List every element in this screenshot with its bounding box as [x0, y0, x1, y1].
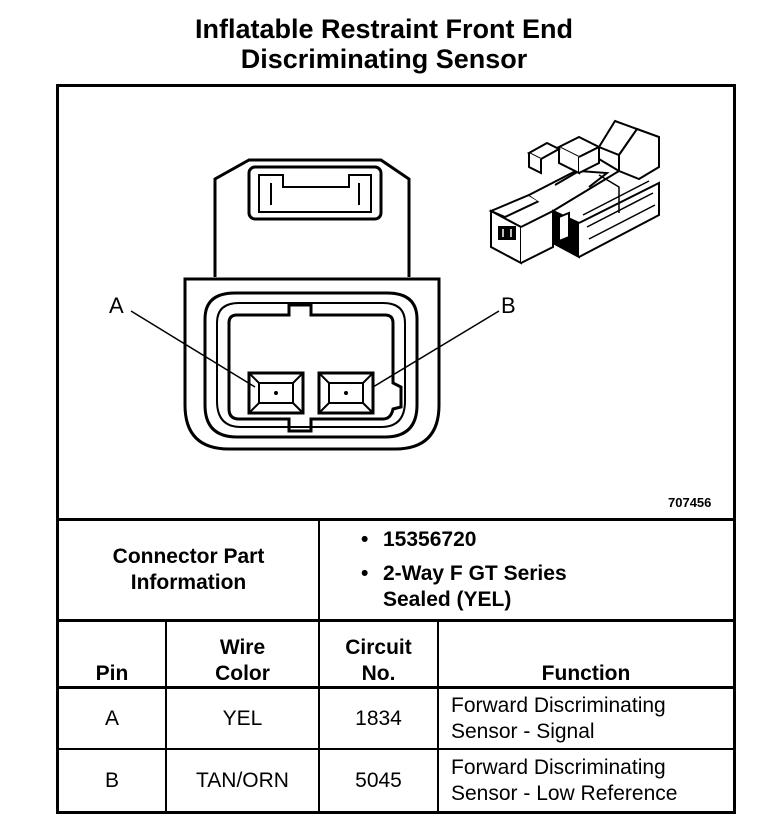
part-number-text: 15356720 — [383, 528, 477, 551]
header-function: Function — [439, 623, 733, 687]
col-divider-2 — [318, 621, 320, 814]
title-line-2: Discriminating Sensor — [240, 44, 528, 74]
row-b-wire-color: TAN/ORN — [196, 769, 289, 792]
header-wire-color: Wire Color — [167, 623, 318, 687]
row-b-circuit: 5045 — [355, 769, 402, 792]
row-b-function-line-1: Forward Discriminating — [451, 756, 666, 779]
series-text-line-2: Sealed (YEL) — [383, 588, 512, 611]
leader-line-a — [130, 310, 256, 388]
header-wire-color-line-1: Wire — [219, 636, 266, 659]
header-pin-text: Pin — [95, 662, 129, 685]
row-b-pin: B — [104, 769, 119, 792]
header-circuit-line-2: No. — [361, 662, 396, 685]
title-line-1: Inflatable Restraint Front End — [194, 14, 574, 44]
divider-row-a — [59, 748, 733, 750]
connector-face-outline — [183, 158, 441, 451]
row-b-function-line-2: Sensor - Low Reference — [451, 782, 678, 805]
pin-b-dot — [344, 391, 348, 395]
row-a-wire-color: YEL — [222, 706, 263, 730]
row-a-function-line-1: Forward Discriminating — [451, 693, 666, 717]
series-text-line-1: 2-Way F GT Series — [383, 562, 567, 585]
connector-diagram: A B 707456 — [59, 87, 733, 519]
connector-iso-illustration — [488, 119, 660, 265]
bullet-icon: • — [361, 562, 369, 585]
row-b-function: Forward Discriminating Sensor - Low Refe… — [451, 751, 731, 811]
pin-a-dot — [274, 391, 278, 395]
pin-b-callout: B — [501, 293, 516, 318]
bullet-icon: • — [361, 528, 369, 551]
connector-series: • 2-Way F GT Series Sealed (YEL) — [361, 561, 567, 613]
row-a-function: Forward Discriminating Sensor - Signal — [451, 689, 731, 748]
header-pin: Pin — [59, 623, 165, 687]
connector-face-drawing — [130, 119, 660, 451]
divider-info — [59, 619, 733, 622]
header-circuit: Circuit No. — [320, 623, 437, 687]
connector-frame: A B 707456 Connector Part Information • 1… — [56, 84, 736, 814]
divider-header — [59, 686, 733, 689]
leader-line-b — [372, 310, 500, 388]
row-a-pin: A — [104, 706, 119, 730]
connector-part-info-label: Connector Part Information — [59, 521, 318, 619]
header-wire-color-line-2: Color — [215, 662, 270, 685]
pin-a-callout: A — [109, 293, 124, 318]
header-circuit-line-1: Circuit — [345, 636, 412, 659]
connector-part-info-line-2: Information — [130, 571, 247, 594]
connector-part-number: • 15356720 — [361, 527, 476, 553]
connector-part-info-line-1: Connector Part — [112, 545, 265, 568]
row-a-circuit: 1834 — [355, 706, 402, 730]
row-a-function-line-2: Sensor - Signal — [451, 719, 595, 743]
header-function-text: Function — [541, 662, 631, 685]
divider-info-vertical — [318, 520, 320, 619]
col-divider-3 — [437, 621, 439, 814]
figure-number: 707456 — [668, 495, 712, 510]
divider-diagram — [59, 518, 733, 521]
diagram-title: Inflatable Restraint Front End Discrimin… — [0, 14, 768, 74]
col-divider-1 — [165, 621, 167, 814]
